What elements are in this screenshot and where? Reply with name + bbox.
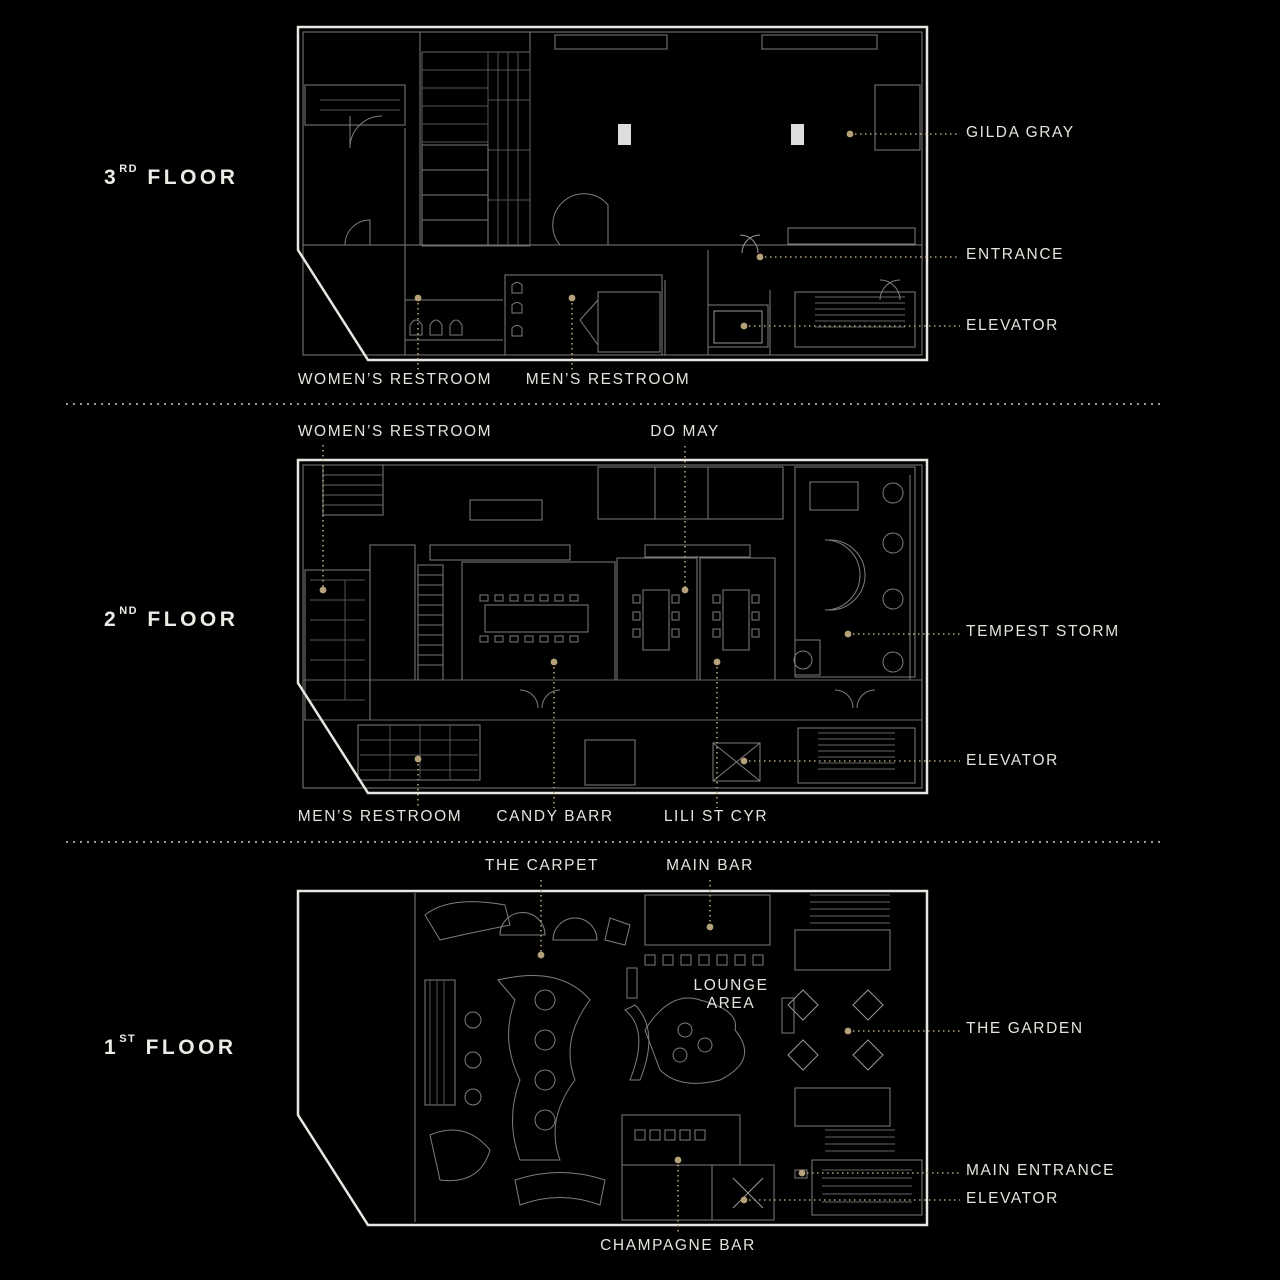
label-main-entrance: MAIN ENTRANCE: [966, 1162, 1116, 1179]
label-mens-restroom-2: MEN’S RESTROOM: [297, 808, 463, 825]
label-gilda-gray: GILDA GRAY: [966, 124, 1075, 141]
label-entrance: ENTRANCE: [966, 246, 1065, 263]
label-womens-restroom-2: WOMEN’S RESTROOM: [297, 423, 493, 440]
label-main-bar: MAIN BAR: [666, 857, 754, 874]
floor2-linework: [302, 464, 923, 789]
label-elevator-3: ELEVATOR: [966, 317, 1059, 334]
label-lili-st-cyr: LILI ST CYR: [663, 808, 769, 825]
floor-title-3: 3RD FLOOR: [104, 163, 239, 189]
label-tempest-storm: TEMPEST STORM: [966, 623, 1120, 640]
floor2-outline: [296, 458, 929, 795]
label-do-may: DO MAY: [650, 423, 720, 440]
fixture-left: [618, 124, 631, 145]
floor1-outline: [296, 889, 929, 1227]
label-champagne-bar: CHAMPAGNE BAR: [600, 1237, 756, 1254]
floor3-outline: [296, 25, 929, 362]
linework: [302, 31, 923, 1222]
fixture-right: [791, 124, 804, 145]
label-the-carpet: THE CARPET: [484, 857, 600, 874]
floor3-linework: [302, 31, 923, 356]
floor1-linework: [414, 893, 923, 1222]
leader-lines: [322, 133, 960, 1235]
label-womens-restroom-3: WOMEN’S RESTROOM: [297, 371, 493, 388]
floor-title-1: 1ST FLOOR: [104, 1033, 237, 1059]
label-the-garden: THE GARDEN: [966, 1020, 1084, 1037]
label-elevator-1: ELEVATOR: [966, 1190, 1059, 1207]
label-lounge-line2: AREA: [706, 995, 756, 1012]
floor-outlines: [296, 25, 929, 1227]
label-lounge-line1: LOUNGE: [693, 977, 769, 994]
label-lounge-area: LOUNGE AREA: [693, 977, 768, 1013]
floor-title-2: 2ND FLOOR: [104, 605, 239, 631]
label-mens-restroom-3: MEN’S RESTROOM: [525, 371, 691, 388]
label-candy-barr: CANDY BARR: [496, 808, 614, 825]
separators: [66, 403, 1160, 843]
candy-barr-table: [479, 594, 589, 643]
markers: [319, 130, 854, 1204]
label-elevator-2: ELEVATOR: [966, 752, 1059, 769]
